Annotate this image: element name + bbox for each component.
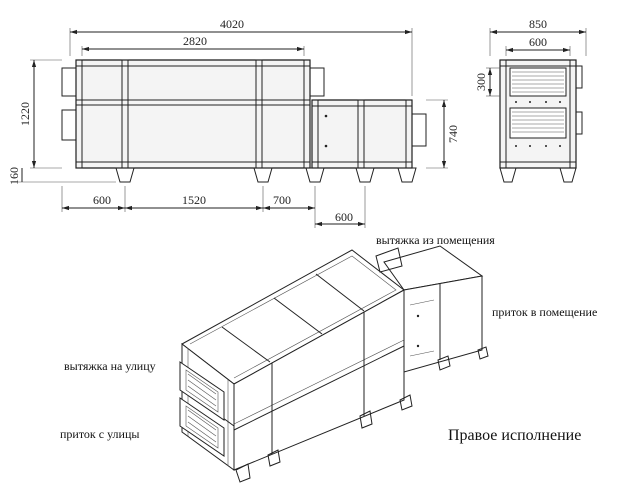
dim-side-inner-width: 600 [529,35,547,49]
label-exhaust-to-street: вытяжка на улицу [64,359,156,373]
front-elevation-view: 4020 2820 1220 160 740 600 1520 700 600 [7,17,460,228]
lower-grille [512,111,564,133]
dim-foot-spacing-3: 700 [273,193,291,207]
dim-foot-spacing-2: 1520 [182,193,206,207]
dim-overall-length: 4020 [220,17,244,31]
label-supply-to-room: приток в помещение [492,305,597,319]
label-supply-from-street: приток с улицы [60,427,139,441]
dim-support-height: 160 [7,167,21,185]
dim-foot-spacing-1: 600 [93,193,111,207]
dim-module-height: 740 [446,125,460,143]
dim-module-length: 600 [335,210,353,224]
upper-grille [512,71,564,93]
dim-main-section-length: 2820 [183,34,207,48]
isometric-view [179,245,489,483]
version-title: Правое исполнение [448,427,581,444]
side-elevation-view: 850 600 300 [474,17,587,183]
label-exhaust-from-room: вытяжка из помещения [376,233,495,247]
dim-height-total: 1220 [18,102,32,126]
dim-grille-height: 300 [474,73,488,91]
dim-side-width: 850 [529,17,547,31]
